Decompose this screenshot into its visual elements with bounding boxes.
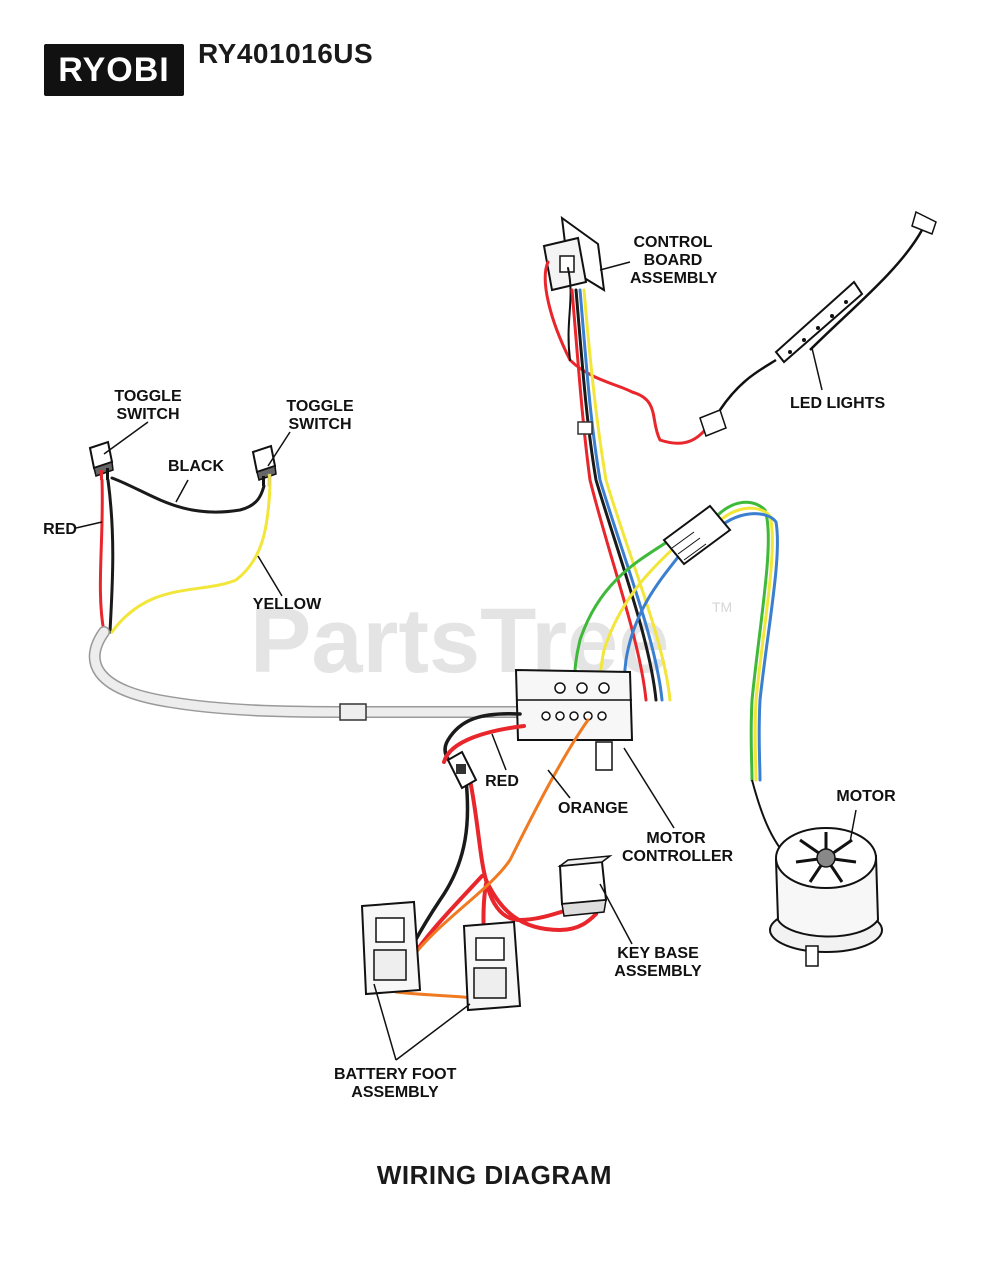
motor	[751, 779, 883, 967]
motor-cable-connector	[662, 504, 732, 566]
inline-fuse	[446, 750, 478, 790]
cable-connector	[339, 703, 367, 721]
diagram-title: WIRING DIAGRAM	[376, 1160, 613, 1190]
key-base-assembly	[557, 855, 613, 917]
red-wire-label-left: RED	[43, 521, 77, 538]
battery-foot-label: BATTERY FOOT ASSEMBLY	[334, 1066, 457, 1101]
toggle-switch-right-label: TOGGLE SWITCH	[286, 398, 354, 433]
led-lights	[699, 210, 937, 437]
toggle-wires	[98, 476, 272, 634]
battery-foot-right	[462, 920, 522, 1012]
watermark-tm: TM	[712, 599, 732, 615]
battery-foot-left	[360, 900, 422, 996]
motor-controller-box	[514, 668, 634, 771]
model-number: RY401016US	[198, 38, 374, 69]
led-lights-label: LED LIGHTS	[790, 395, 886, 412]
orange-wire-label: ORANGE	[558, 800, 629, 817]
key-base-label: KEY BASE ASSEMBLY	[614, 945, 702, 980]
brand-text: RYOBI	[58, 50, 170, 89]
ryobi-logo: RYOBI	[44, 44, 184, 96]
toggle-switch-left	[88, 440, 114, 480]
control-board-label: CONTROL BOARD ASSEMBLY	[630, 234, 718, 287]
black-wire-label: BLACK	[168, 458, 224, 475]
motor-label: MOTOR	[836, 788, 896, 805]
toggle-switch-left-label: TOGGLE SWITCH	[114, 388, 182, 423]
control-board-assembly	[542, 215, 606, 292]
leader-lines	[75, 261, 857, 1061]
yellow-wire-label: YELLOW	[252, 596, 322, 613]
red-wire-label-center: RED	[485, 773, 519, 790]
motor-controller-label: MOTOR CONTROLLER	[622, 830, 734, 865]
toggle-switch-right	[251, 444, 277, 487]
control-board-wires	[543, 260, 712, 702]
